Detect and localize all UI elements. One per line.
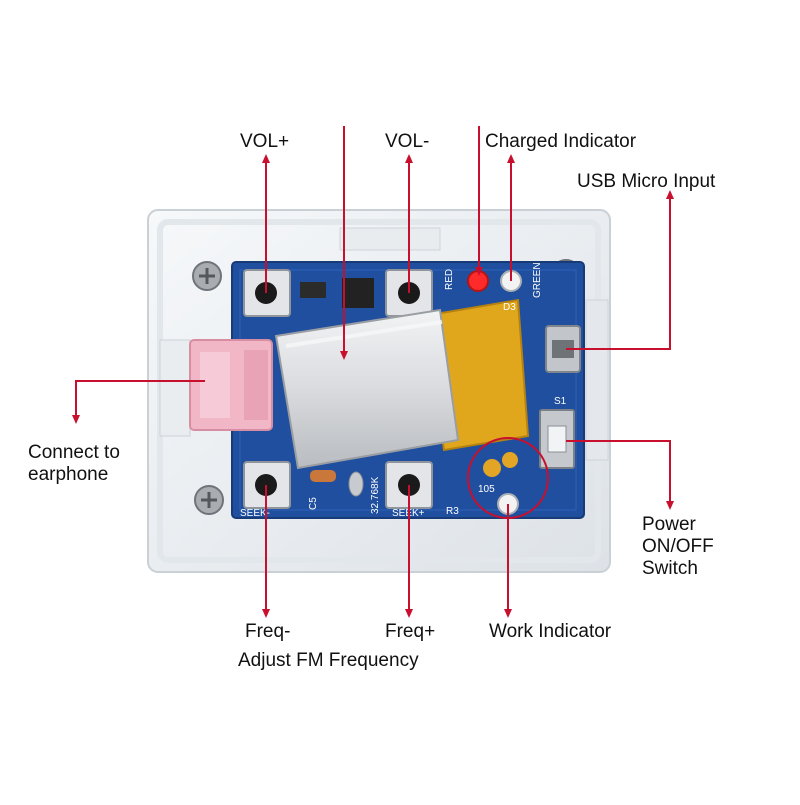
arrow-earphone: [72, 380, 205, 424]
label-earphone-line-2: earphone: [28, 464, 109, 485]
arrow-power-switch: [566, 440, 674, 510]
silk-crystal: 32.768K: [370, 476, 381, 514]
label-usb-micro-input: USB Micro Input: [577, 171, 716, 192]
silk-c5: C5: [308, 497, 319, 510]
silk-seek-minus: SEEK-: [240, 508, 270, 519]
label-power-line-2: ON/OFF: [642, 536, 714, 557]
silk-d3: D3: [503, 302, 516, 313]
label-power-switch: Power ON/OFF Switch: [642, 514, 714, 580]
label-vol-minus: VOL-: [385, 131, 430, 152]
label-power-line-1: Power: [642, 514, 696, 535]
ceramic-capacitor-2: [502, 452, 518, 468]
label-charged-indicator: Charged Indicator: [485, 131, 637, 152]
ceramic-capacitor: [483, 459, 501, 477]
crystal-32k: [348, 471, 364, 497]
label-freq-plus: Freq+: [385, 621, 436, 642]
label-vol-plus: VOL+: [240, 131, 290, 152]
usb-micro-port: [545, 325, 581, 373]
capacitor-top: [300, 282, 326, 298]
label-power-line-3: Switch: [642, 558, 698, 579]
silk-green: GREEN: [532, 262, 543, 298]
lipo-battery: [274, 298, 530, 470]
silk-red: RED: [444, 269, 455, 290]
label-earphone-line-1: Connect to: [28, 442, 120, 463]
red-led: [467, 270, 489, 292]
silk-r3: R3: [446, 506, 459, 517]
screw-bottom-left: [194, 485, 224, 515]
label-connect-to-earphone: Connect to earphone: [28, 442, 120, 486]
power-switch: [539, 409, 575, 469]
earphone-jack: [189, 339, 273, 431]
silk-s1: S1: [554, 396, 567, 407]
screw-top-left: [192, 261, 222, 291]
ic-chip: [342, 278, 374, 308]
label-freq-minus: Freq-: [245, 621, 291, 642]
silk-105: 105: [478, 484, 495, 495]
label-work-indicator: Work Indicator: [489, 621, 612, 642]
arrow-usb-input: [566, 190, 674, 350]
label-adjust-fm-frequency: Adjust FM Frequency: [238, 650, 419, 671]
resistor: [310, 470, 336, 482]
